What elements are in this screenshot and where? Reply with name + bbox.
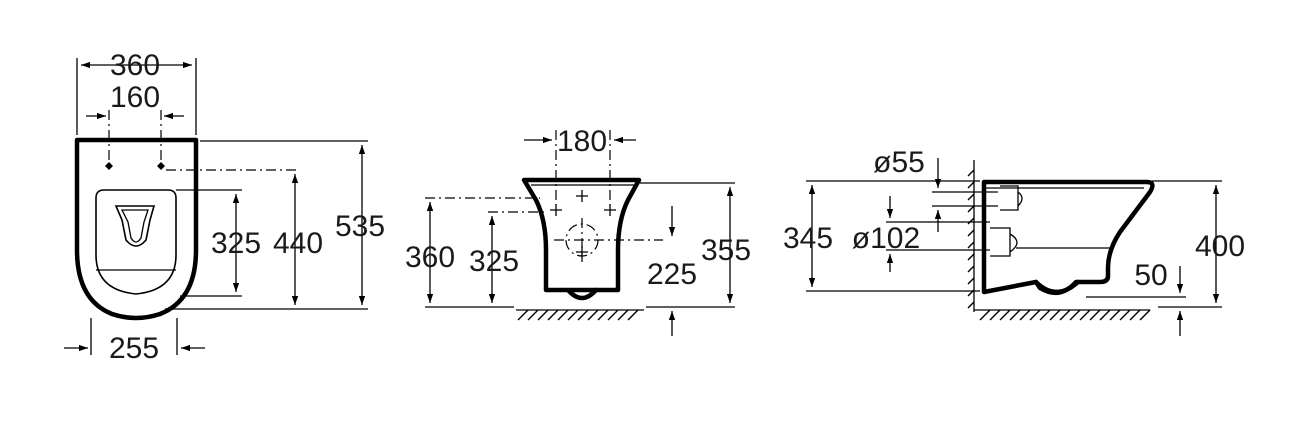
label-325-rear: 325 <box>469 245 519 278</box>
seat-rim <box>95 189 177 295</box>
wall-hatch <box>967 169 975 309</box>
side-bowl-outline <box>981 179 1155 296</box>
label-535: 535 <box>335 210 385 243</box>
label-50: 50 <box>1134 259 1167 292</box>
bowl-outline <box>74 137 199 321</box>
label-180: 180 <box>557 125 607 158</box>
label-360-rear: 360 <box>405 241 455 274</box>
label-dia-55: ø55 <box>873 146 925 179</box>
rear-view: 180 360 325 225 355 <box>405 125 751 336</box>
label-400: 400 <box>1195 230 1245 263</box>
label-160: 160 <box>110 81 160 114</box>
floor-hatch-side <box>979 309 1151 321</box>
fixing-hole-left <box>105 162 113 170</box>
bowl-outlet-inner <box>120 209 149 243</box>
front-view: 360 160 255 325 440 535 <box>64 49 385 365</box>
label-325: 325 <box>211 227 261 260</box>
side-view: ø55 ø102 345 400 50 <box>783 146 1245 336</box>
rear-outline <box>521 177 642 293</box>
label-345: 345 <box>783 222 833 255</box>
fixing-hole-right <box>157 162 165 170</box>
label-dia-102: ø102 <box>852 222 920 255</box>
rear-outlet <box>565 287 599 301</box>
label-440: 440 <box>273 227 323 260</box>
label-360: 360 <box>110 49 160 82</box>
label-355: 355 <box>701 234 751 267</box>
label-225: 225 <box>647 258 697 291</box>
bowl-outlet <box>114 205 156 247</box>
label-255: 255 <box>109 332 159 365</box>
floor-hatch <box>517 309 639 321</box>
